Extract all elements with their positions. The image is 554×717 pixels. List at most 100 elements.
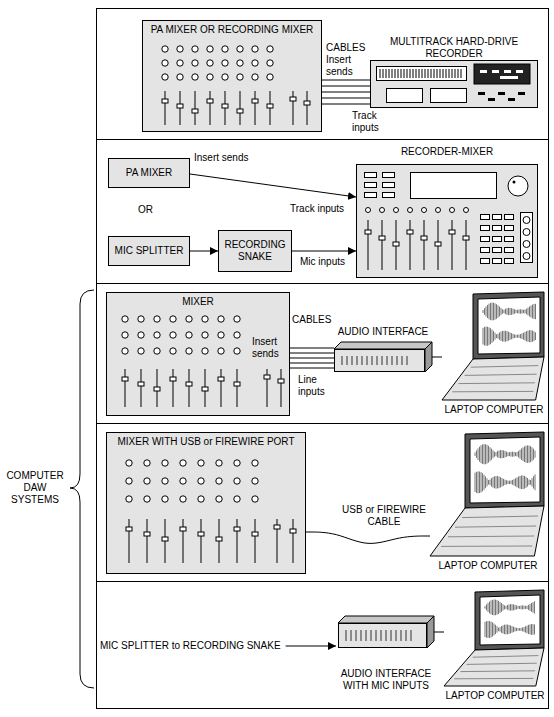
knob: [234, 460, 240, 466]
keyboard-row: [473, 656, 539, 658]
fader-track: [129, 519, 130, 563]
fader-cap: [198, 532, 204, 536]
fader-track: [141, 369, 142, 407]
button: [493, 248, 502, 253]
knob: [177, 46, 183, 52]
button: [493, 226, 502, 231]
waveform: [485, 600, 535, 616]
fader-track: [165, 91, 166, 125]
curly-bracket: [70, 290, 94, 688]
fader-cap: [252, 532, 258, 536]
fader-cap: [365, 230, 371, 234]
front-panel-tick: [391, 630, 392, 641]
fader-track: [201, 519, 202, 563]
meter-segment: [410, 69, 411, 78]
fader-cap: [237, 109, 243, 113]
fader-cap: [202, 387, 208, 391]
knob: [198, 496, 204, 502]
knob: [237, 46, 243, 52]
device-drawing: [442, 292, 546, 416]
fader-cap: [421, 236, 427, 240]
knob: [170, 332, 176, 338]
keyboard-row: [460, 670, 535, 672]
meter-segment: [443, 69, 444, 78]
meter-segment: [383, 69, 384, 78]
annotation: OR: [138, 204, 153, 216]
button: [518, 92, 525, 95]
knob: [252, 478, 258, 484]
knob: [252, 460, 258, 466]
fader-track: [452, 220, 453, 270]
meter-segment: [416, 69, 417, 78]
fader-cap: [218, 377, 224, 381]
fader-cap: [180, 527, 186, 531]
button: [505, 215, 514, 220]
knob: [122, 332, 128, 338]
fader-track: [195, 91, 196, 125]
fader-cap: [290, 97, 296, 101]
waveform: [483, 303, 536, 321]
connector: [190, 174, 356, 197]
meter-segment: [419, 69, 420, 78]
knob: [122, 316, 128, 322]
keyboard-row: [441, 546, 532, 547]
button: [493, 259, 502, 264]
panel-divider: [96, 283, 548, 284]
front-panel-tick: [411, 630, 412, 641]
knob: [180, 496, 186, 502]
front-panel-tick: [381, 630, 382, 641]
knob: [234, 348, 240, 354]
fader-track: [189, 369, 190, 407]
waveform: [485, 621, 535, 638]
knob: [252, 496, 258, 502]
meter-segment: [404, 69, 405, 78]
outer-frame: [97, 9, 549, 709]
button: [365, 173, 377, 178]
knob: [222, 60, 228, 66]
button: [493, 215, 502, 220]
display: [474, 64, 530, 84]
fader-track: [255, 519, 256, 563]
knob: [234, 332, 240, 338]
jack: [523, 241, 530, 248]
jack: [523, 253, 530, 260]
fader-track: [382, 220, 383, 270]
knob: [252, 74, 258, 80]
display: [411, 173, 497, 199]
knob: [222, 74, 228, 80]
fader-track: [424, 220, 425, 270]
knob: [162, 460, 168, 466]
waveform: [475, 471, 535, 493]
node-label: PA MIXER: [113, 167, 185, 179]
fader-cap: [177, 104, 183, 108]
fader-cap: [162, 537, 168, 541]
knob: [144, 478, 150, 484]
node-label: LAPTOP COMPUTER: [444, 690, 546, 702]
meter-segment: [428, 69, 429, 78]
front-panel-tick: [371, 630, 372, 641]
keyboard-row: [471, 366, 539, 368]
meter-segment: [413, 69, 414, 78]
knob: [122, 348, 128, 354]
button: [481, 226, 490, 231]
connector: [290, 348, 334, 368]
laptop-screen-frame: [475, 590, 544, 650]
knob: [267, 46, 273, 52]
interface-side: [425, 342, 432, 372]
fader-cap: [170, 377, 176, 381]
annotation: Track inputs: [352, 110, 392, 134]
front-panel-tick: [366, 630, 367, 641]
fader-track: [307, 91, 308, 125]
front-panel-tick: [346, 630, 347, 641]
knob: [218, 332, 224, 338]
meter-segment: [461, 69, 462, 78]
knob: [198, 478, 204, 484]
front-panel-tick: [396, 630, 397, 641]
front-panel-tick: [402, 356, 403, 365]
knob: [380, 208, 385, 213]
laptop-base: [430, 506, 544, 556]
front-panel-tick: [397, 356, 398, 365]
knob: [267, 60, 273, 66]
fader-cap: [122, 377, 128, 381]
front-panel-tick: [361, 630, 362, 641]
